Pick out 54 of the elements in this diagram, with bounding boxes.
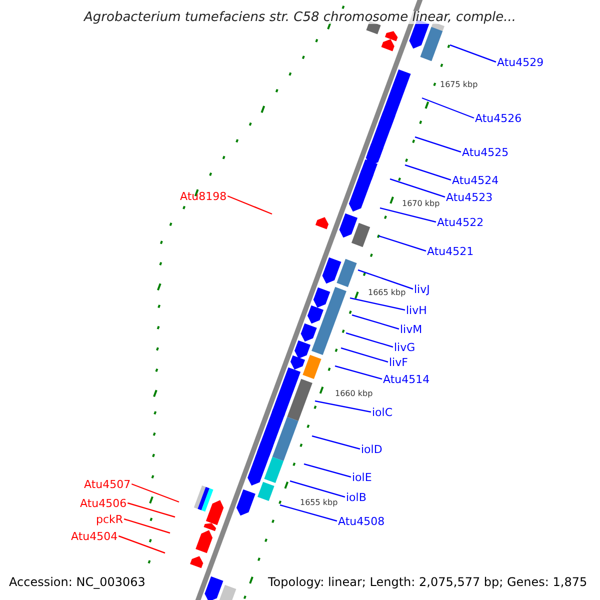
gene-label: livF [389,356,408,368]
gene-label: Atu4504 [71,530,118,542]
gene-label: livJ [414,284,430,294]
gene-label: Atu4526 [475,112,522,124]
gene-label: iolE [352,472,372,482]
leader-line [118,535,166,554]
leader-line [378,235,426,252]
tick-label: 1675 kbp [440,81,478,89]
leader-line [290,480,346,498]
leader-line [314,400,372,413]
leader-line [350,297,406,311]
leader-line [414,136,462,153]
gene-label: iolC [372,406,393,418]
leader-line [352,314,400,330]
leader-line [127,502,176,518]
leader-line [312,435,360,450]
tick-label: 1670 kbp [402,200,440,208]
leader-line [131,483,180,503]
gene-label: livG [394,342,416,352]
gene-label: iolB [346,492,366,502]
leader-line [346,332,394,348]
gene-label: livH [406,304,427,316]
gene-label: Atu4521 [427,246,474,256]
gene-label: Atu4507 [84,478,131,490]
genome-stats-text: Topology: linear; Length: 2,075,577 bp; Genes: 1,875 [268,576,588,588]
leader-line [404,164,452,181]
leader-line [334,365,382,380]
tick-label: 1660 kbp [335,390,373,398]
leader-line [380,207,436,223]
accession-text: Accession: NC_003063 [9,576,146,588]
gene-label: pckR [96,514,124,524]
gene-label: livM [400,324,422,334]
leader-line [304,463,352,478]
leader-line [450,44,496,63]
leader-line [340,347,388,363]
leader-line [227,195,272,215]
leader-line [280,504,338,522]
gene-label: Atu4514 [383,374,430,384]
gene-label: Atu4524 [452,174,499,186]
map-title: Agrobacterium tumefaciens str. C58 chromosome linear, comple... [84,11,516,24]
gene-label: Atu4506 [80,498,127,508]
leader-line [358,269,414,290]
tick-label: 1655 kbp [300,499,338,507]
leader-line [422,97,474,119]
gene-label: Atu8198 [180,190,227,202]
gene-label: Atu4508 [338,516,385,526]
gene-label: Atu4522 [437,216,484,228]
leader-line [124,518,170,534]
gene-label: iolD [361,444,382,454]
tick-label: 1665 kbp [368,289,406,297]
gene-label: Atu4529 [497,56,544,68]
gene-label: Atu4523 [446,192,493,202]
gene-label: Atu4525 [462,146,509,158]
leader-line [390,178,446,198]
